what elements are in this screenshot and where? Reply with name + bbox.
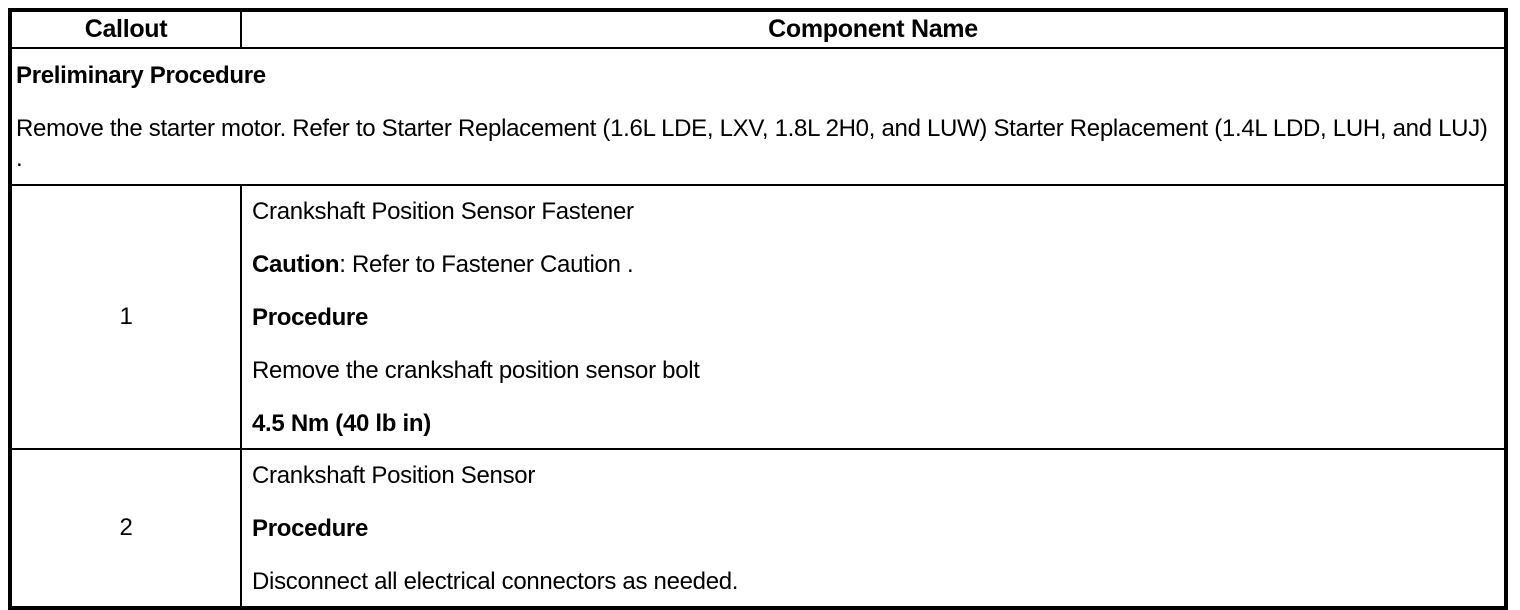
procedure-step: Disconnect all electrical connectors as …: [252, 568, 739, 595]
component-cell-1: Crankshaft Position Sensor Fastener Caut…: [240, 184, 1507, 450]
preliminary-procedure-row: Preliminary Procedure Remove the starter…: [9, 47, 1507, 186]
preliminary-procedure-cell: Preliminary Procedure Remove the starter…: [9, 47, 1507, 186]
preliminary-procedure-body: Remove the starter motor. Refer to Start…: [16, 115, 1488, 172]
caution-note: Caution: Refer to Fastener Caution .: [252, 250, 1496, 280]
procedure-step: Remove the crankshaft position sensor bo…: [252, 357, 700, 384]
callout-column-header: Callout: [9, 9, 242, 49]
callout-number-1: 1: [9, 184, 242, 450]
procedure-label: Procedure: [252, 304, 369, 331]
caution-label: Caution: [252, 251, 340, 278]
procedure-label: Procedure: [252, 515, 369, 542]
component-name-text: Crankshaft Position Sensor Fastener: [252, 198, 634, 225]
preliminary-procedure-title: Preliminary Procedure: [16, 62, 266, 89]
component-name-text: Crankshaft Position Sensor: [252, 462, 536, 489]
table-row-callout-1: 1 Crankshaft Position Sensor Fastener Ca…: [9, 184, 1507, 450]
component-name-column-header: Component Name: [240, 9, 1507, 49]
table-row-callout-2: 2 Crankshaft Position Sensor Procedure D…: [9, 448, 1507, 609]
component-cell-2: Crankshaft Position Sensor Procedure Dis…: [240, 448, 1507, 609]
caution-text: : Refer to Fastener Caution .: [339, 251, 634, 278]
table-header-row: Callout Component Name: [9, 9, 1507, 49]
torque-spec: 4.5 Nm (40 lb in): [252, 410, 431, 437]
component-table: Callout Component Name Preliminary Proce…: [8, 8, 1508, 610]
callout-number-2: 2: [9, 448, 242, 609]
